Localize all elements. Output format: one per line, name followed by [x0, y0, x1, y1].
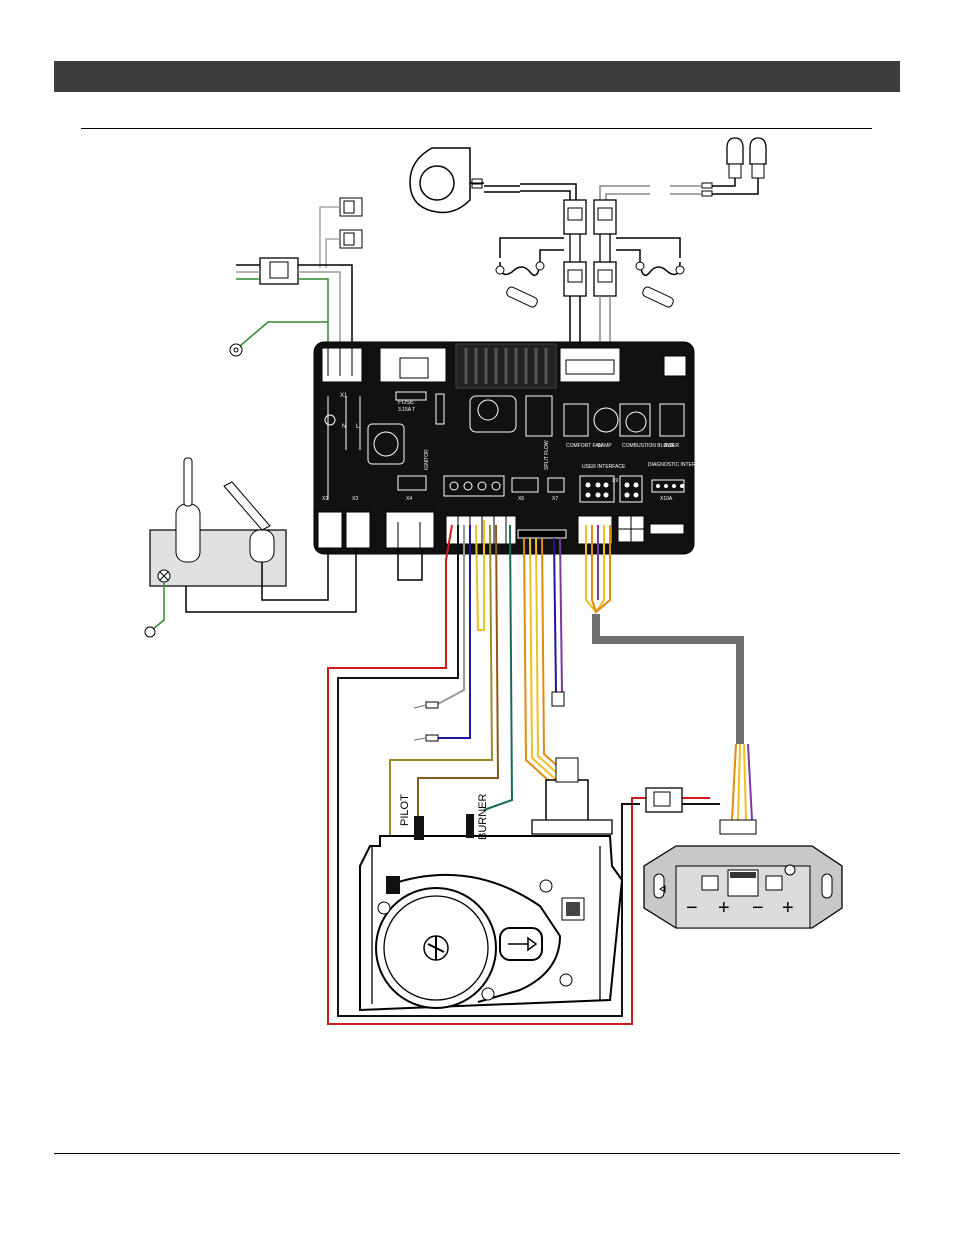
section-rule	[81, 128, 872, 129]
burner-label: BURNER	[477, 793, 489, 840]
lamp-bulbs-icon	[701, 137, 767, 197]
terminal-x4-label: X4	[406, 496, 412, 502]
neutral-label: N	[342, 424, 346, 430]
split-flow-label: SPLIT FLOW	[544, 440, 550, 470]
ui-minus-2: −	[752, 897, 764, 919]
ignitor-label: IGNITOR	[424, 449, 430, 470]
blower-lamp-connectors	[563, 199, 617, 297]
terminal-x7-label: X7	[552, 496, 558, 502]
terminal-x2-label: X2	[322, 496, 328, 502]
lamp-label: LAMP	[598, 443, 612, 449]
fuse-label: FUSE	[398, 400, 414, 406]
user-interface-label: USER INTERFACE	[582, 464, 626, 470]
ui-minus-1: −	[686, 897, 698, 919]
ui-plus-2: +	[782, 897, 794, 919]
terminal-x10a-label: X10A	[660, 496, 673, 502]
terminal-x6-label: X6	[518, 496, 524, 502]
power-harness	[229, 197, 363, 357]
user-interface-panel: − + − +	[643, 845, 843, 929]
ui-plus-1: +	[718, 897, 730, 919]
footer-rule	[54, 1153, 900, 1154]
comfort-fan-label: COMFORT FAN	[566, 443, 603, 449]
fuse-rating: 3.15A T	[398, 407, 415, 413]
pilot-assembly	[144, 457, 357, 638]
header-bar	[54, 61, 900, 92]
combustion-blower-icon	[409, 147, 484, 214]
aux-label: AUX	[664, 443, 675, 449]
control-board: FUSE 3.15A T X1 N L X2 X3 X4 X6 X7 X9 X1…	[313, 341, 709, 555]
terminal-x9-label: X9	[612, 478, 618, 484]
terminal-x1-label: X1	[340, 393, 348, 399]
combustion-blower-label: COMBUSTION BLOWER	[622, 443, 679, 449]
gas-valve: PILOT BURNER	[359, 757, 624, 1012]
line-label: L	[356, 424, 360, 430]
terminal-x3-label: X3	[352, 496, 358, 502]
diagnostic-interface-label: DIAGNOSTIC INTERFACE	[648, 462, 709, 468]
fuse-icon	[506, 286, 674, 308]
pilot-label: PILOT	[399, 794, 411, 826]
